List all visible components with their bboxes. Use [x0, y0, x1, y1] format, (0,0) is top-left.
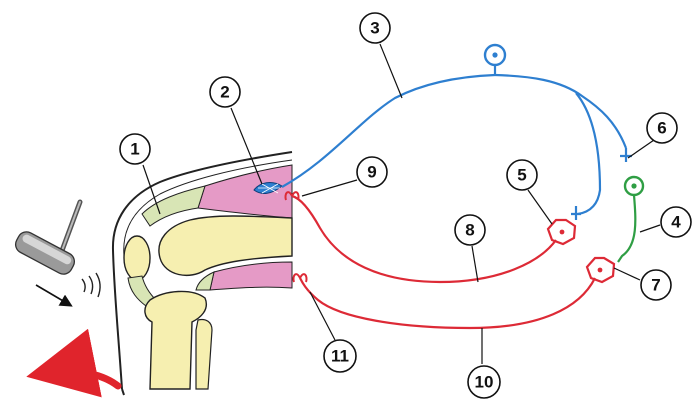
callout-6: 6	[647, 113, 677, 143]
extensor-motor-axon	[292, 196, 556, 282]
shin-skin-outline	[122, 389, 124, 395]
extensor-motor-neuron	[285, 192, 575, 282]
callout-11: 11	[324, 340, 356, 372]
callout-5: 5	[507, 160, 537, 190]
callout-11-label: 11	[331, 347, 349, 366]
callout-7: 7	[641, 270, 671, 300]
callout-6-label: 6	[657, 119, 666, 138]
tap-vibration-marks	[36, 273, 100, 305]
callout-4-label: 4	[671, 213, 681, 232]
fibula-bone	[196, 319, 212, 389]
callout-1: 1	[120, 134, 150, 164]
flexor-motor-neuron	[293, 258, 614, 328]
callout-8-label: 8	[465, 221, 474, 240]
sensory-afferent-fiber	[282, 75, 495, 187]
reflex-hammer-icon	[12, 202, 80, 277]
callout-3: 3	[360, 13, 390, 43]
callout-9: 9	[357, 157, 387, 187]
quadriceps-muscle	[198, 165, 292, 218]
patella-bone	[124, 236, 150, 280]
flexor-motor-axon	[300, 278, 595, 328]
callout-10-label: 10	[475, 373, 494, 392]
callout-3-label: 3	[370, 19, 379, 38]
callout-1-label: 1	[130, 140, 139, 159]
callout-10: 10	[468, 366, 500, 398]
hamstring-muscle	[210, 262, 292, 290]
callout-4: 4	[661, 207, 691, 237]
callout-2-label: 2	[220, 83, 229, 102]
callout-5-label: 5	[517, 166, 526, 185]
callout-7-label: 7	[651, 276, 660, 295]
callout-2: 2	[210, 77, 240, 107]
inhibitory-interneuron	[618, 177, 643, 262]
curved-arrow-icon	[40, 371, 118, 386]
callout-8: 8	[455, 215, 485, 245]
callout-9-label: 9	[367, 163, 376, 182]
